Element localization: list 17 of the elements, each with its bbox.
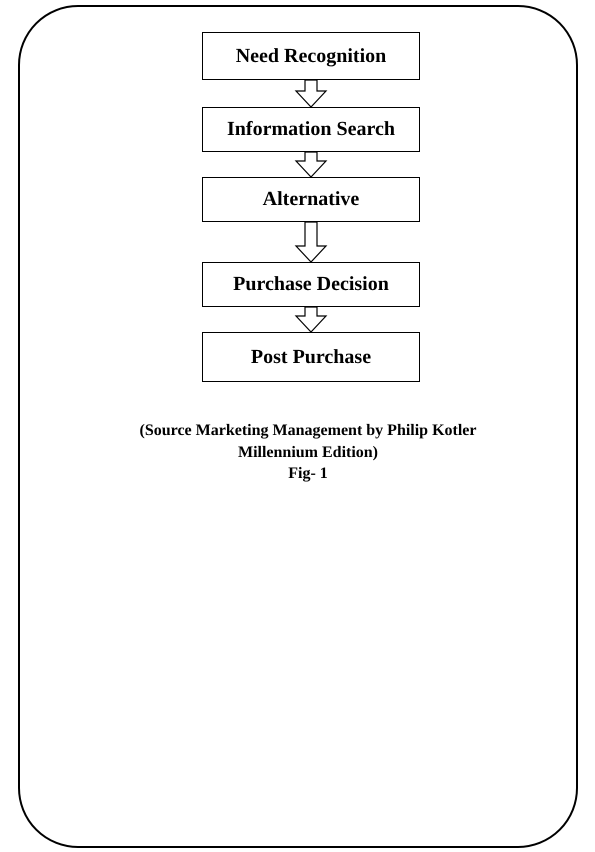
step-box [202,177,420,222]
block-arrow [294,151,328,178]
step-box [202,332,420,382]
block-arrow [294,79,328,108]
block-arrow [294,221,328,263]
step-box [202,107,420,152]
source-note: (Source Marketing Management by Philip Kotler Millennium Edition) [138,421,478,463]
step-box [202,262,420,307]
step-label: Purchase Decision [233,272,389,297]
rounded-frame [18,5,578,848]
step-box [202,32,420,80]
step-label: Alternative [262,187,360,212]
step-label: Need Recognition [236,44,386,68]
step-label: Post Purchase [250,344,372,370]
step-label: Information Search [227,117,395,142]
figure-label: Fig- 1 [288,464,328,484]
block-arrow [294,306,328,333]
